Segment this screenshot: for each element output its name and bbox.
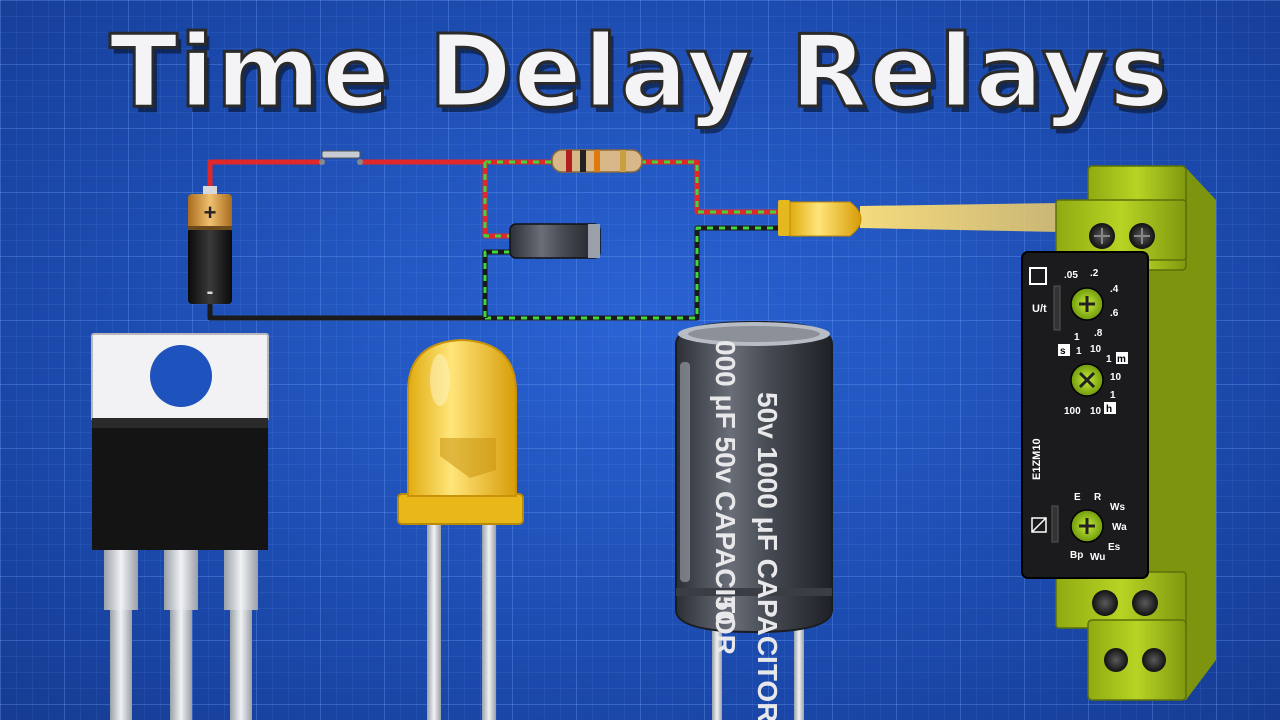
wire-red-battery xyxy=(207,159,322,195)
dial-bottom-label-0: E xyxy=(1074,492,1081,503)
wire-branch-left xyxy=(482,162,510,239)
mounting-hole xyxy=(150,345,212,407)
capacitor-text-2: 50v 1000 μF CAPACITOR xyxy=(752,392,783,720)
wire-cap-left xyxy=(482,249,510,318)
wire-resistor-right-dash xyxy=(640,160,782,214)
dial-mid-label-3: 1 xyxy=(1106,354,1112,365)
battery-plus-label: + xyxy=(204,200,217,225)
dial-bottom-label-4: Es xyxy=(1108,542,1121,553)
relay-model-label: E1ZM10 xyxy=(1031,438,1043,480)
dial-bottom-label-5: Wu xyxy=(1090,552,1105,563)
dial-mid-label-7: 100 xyxy=(1064,406,1081,417)
dial-bottom-label-3: Wa xyxy=(1112,522,1127,533)
dial-mid-label-5: 10 xyxy=(1110,372,1122,383)
to220-transistor xyxy=(91,333,269,720)
light-beam xyxy=(860,203,1060,232)
dial-mid-label-8: 10 xyxy=(1090,406,1102,417)
resistor xyxy=(551,149,643,173)
time-delay-relay: U/t .05 .2 .4 .6 .8 1 s 1 10 1 m 10 1 10… xyxy=(1021,165,1216,701)
dial-mid-label-1: 1 xyxy=(1076,346,1082,357)
dial-bottom-label-6: Bp xyxy=(1070,550,1083,561)
battery-minus-label: - xyxy=(207,281,214,303)
big-led xyxy=(397,338,524,720)
dial-top-label-1: .2 xyxy=(1090,268,1099,279)
push-switch xyxy=(319,150,363,165)
thumbnail-title: Time Delay Relays xyxy=(108,12,1171,132)
wire-cap-left-dash xyxy=(483,250,510,318)
circuit-wires xyxy=(207,159,782,321)
wire-resistor-right xyxy=(640,159,782,215)
dial-mid-label-6: 1 xyxy=(1110,390,1116,401)
dial-mid-label-0: s xyxy=(1060,346,1066,357)
dial-top-label-4: .8 xyxy=(1094,328,1103,339)
relay-face xyxy=(1021,251,1149,579)
dial-mid-label-9: h xyxy=(1106,404,1112,415)
wire-black-return-dash xyxy=(485,226,782,320)
relay-logo-icon xyxy=(1029,267,1047,285)
dial-mid-label-4: m xyxy=(1117,354,1126,365)
electrolytic-capacitor: 000 μF 50v CAPACITOR 50v 1000 μF CAPACIT… xyxy=(675,320,833,720)
dial-top-label-2: .4 xyxy=(1110,284,1119,295)
wire-black-return xyxy=(207,225,782,321)
dial-top-label-3: .6 xyxy=(1110,308,1119,319)
dial-bottom-label-1: R xyxy=(1094,492,1102,503)
wire-branch-left-dash xyxy=(483,162,510,238)
capacitor-text-3: 50 xyxy=(710,596,740,625)
battery: + - xyxy=(188,186,232,304)
small-capacitor xyxy=(509,223,601,259)
relay-coil-icon xyxy=(1031,517,1047,533)
dial-bottom-label-2: Ws xyxy=(1110,502,1125,513)
relay-ut-label: U/t xyxy=(1032,303,1047,315)
indicator-led xyxy=(778,200,1060,237)
dial-mid-label-2: 10 xyxy=(1090,344,1102,355)
dial-top-label-0: .05 xyxy=(1064,270,1078,281)
capacitor-text-1: 000 μF 50v CAPACITOR xyxy=(710,340,741,655)
dial-top-label-5: 1 xyxy=(1074,332,1080,343)
